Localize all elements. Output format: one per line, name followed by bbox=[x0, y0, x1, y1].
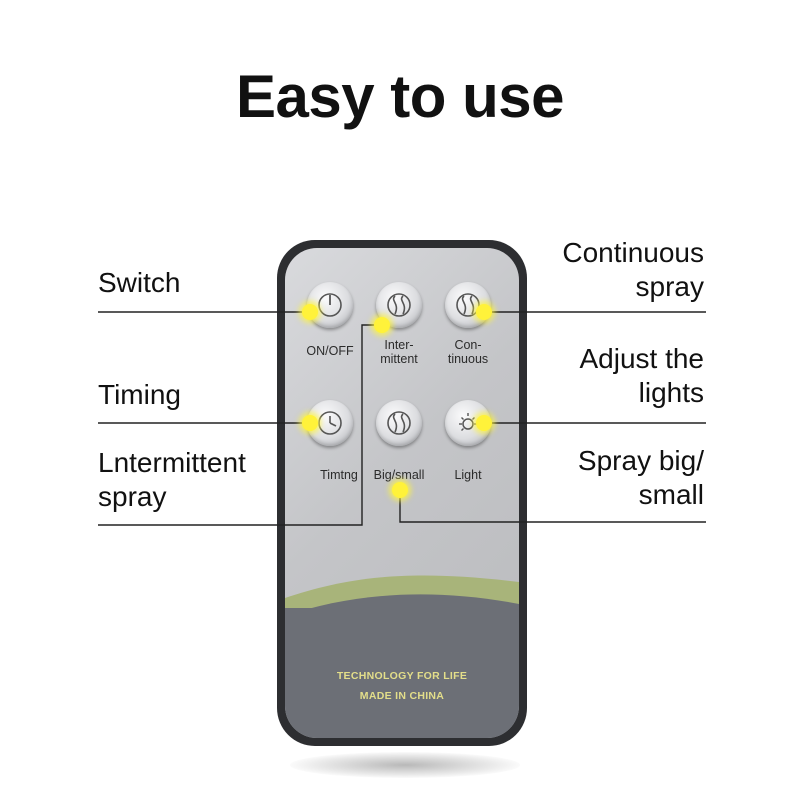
spray-icon bbox=[387, 293, 411, 317]
hotspot-onoff bbox=[302, 304, 318, 320]
onoff-label: ON/OFF bbox=[306, 344, 354, 358]
callout-timing: Timing bbox=[98, 379, 181, 410]
hotspot-continuous bbox=[476, 304, 492, 320]
remote-bottom-band bbox=[285, 608, 519, 738]
brand-text-line1: TECHNOLOGY FOR LIFE bbox=[336, 670, 468, 682]
brand-text-line2: MADE IN CHINA bbox=[359, 690, 445, 702]
light-label: Light bbox=[454, 468, 482, 482]
hotspot-intermittent bbox=[374, 317, 390, 333]
intermittent-label: Inter- mittent bbox=[380, 338, 418, 366]
remote-face: TECHNOLOGY FOR LIFE MADE IN CHINA ON/OFF… bbox=[285, 248, 519, 738]
continuous-label: Con- tinuous bbox=[447, 338, 489, 366]
spray-size-leader bbox=[399, 490, 706, 523]
callout-switch: Switch bbox=[98, 267, 181, 298]
callout-lights: Adjust the lights bbox=[579, 343, 704, 408]
page-title: Easy to use bbox=[236, 63, 565, 130]
hotspot-light bbox=[476, 415, 492, 431]
callout-continuous: Continuous spray bbox=[562, 237, 704, 302]
onoff-button[interactable] bbox=[307, 282, 353, 328]
timing-label: Timtng bbox=[320, 468, 358, 482]
callout-spray-size: Spray big/ small bbox=[577, 445, 704, 510]
hotspot-timing bbox=[302, 415, 318, 431]
power-icon bbox=[318, 293, 342, 317]
spray-icon bbox=[387, 411, 411, 435]
intermittent-leader bbox=[98, 324, 382, 526]
bigsmall-label: Big/small bbox=[373, 468, 425, 482]
remote-shadow bbox=[290, 752, 520, 778]
hotspot-bigsmall bbox=[392, 482, 408, 498]
bigsmall-button[interactable] bbox=[376, 400, 422, 446]
remote-control: TECHNOLOGY FOR LIFE MADE IN CHINA ON/OFF… bbox=[277, 240, 527, 746]
clock-icon bbox=[318, 411, 342, 435]
callout-intermittent: Lntermittent spray bbox=[98, 447, 246, 512]
